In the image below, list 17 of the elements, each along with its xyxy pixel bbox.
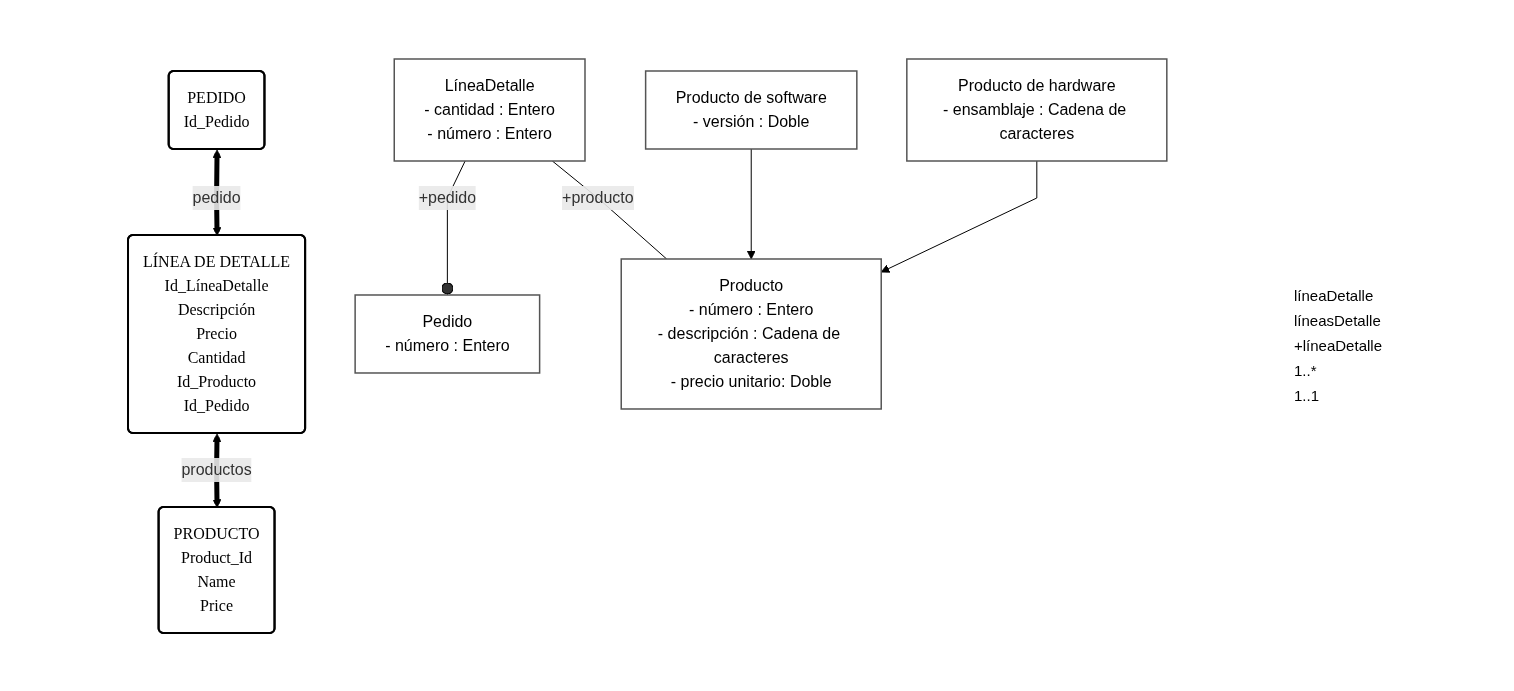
edge-label: pedido xyxy=(192,188,241,206)
node-box: Producto - número : Entero - descripción : Cadena de caracteres - precio unitario: Doble xyxy=(620,257,882,410)
edge-label: productos xyxy=(181,460,252,478)
role-label: 1..* xyxy=(1294,362,1318,379)
role-label: +líneaDetalle xyxy=(1294,337,1383,354)
role-label: líneaDetalle xyxy=(1294,287,1375,304)
node-box: Pedido - número : Entero xyxy=(353,293,540,374)
edge-label: +producto xyxy=(561,188,634,206)
arrow xyxy=(880,160,1037,273)
connector xyxy=(551,160,667,259)
role-label: líneasDetalle xyxy=(1294,312,1382,329)
role-label: 1..1 xyxy=(1294,387,1321,404)
edge-label: +pedido xyxy=(418,188,476,206)
arrow xyxy=(746,148,756,259)
node-box: LíneaDetalle - cantidad : Entero - número : Entero xyxy=(393,57,586,162)
node-box: Producto de software - versión : Doble xyxy=(644,69,858,150)
node-box: Producto de hardware - ensamblaje : Cadena de caracteres xyxy=(905,57,1168,162)
